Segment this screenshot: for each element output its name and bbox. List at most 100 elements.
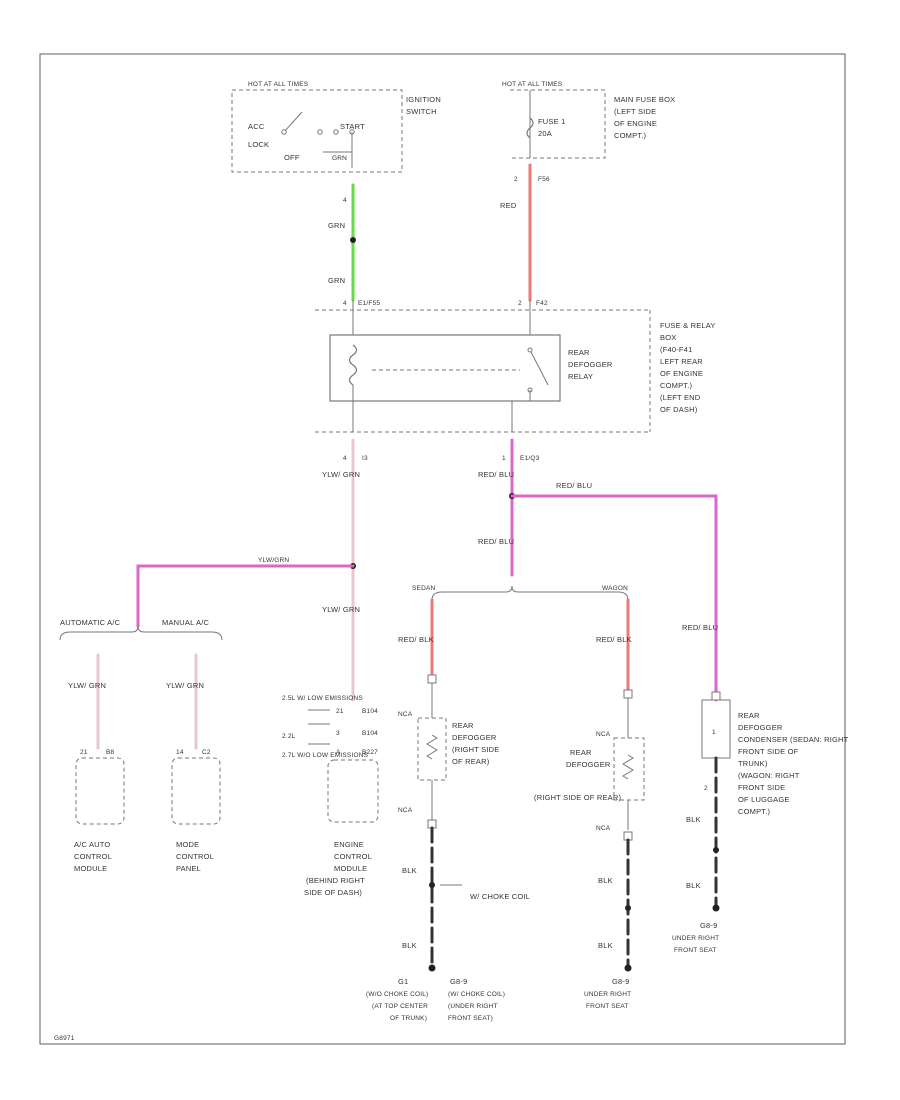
wire-label-redblu-3: RED/ BLU — [478, 537, 514, 546]
label-nca-1: NCA — [398, 711, 413, 718]
ignition-acc: ACC — [248, 122, 265, 131]
ecm-name-2: CONTROL — [334, 852, 372, 861]
relay-box-name-7: (LEFT END — [660, 393, 701, 402]
ac-module-name-3: MODULE — [74, 864, 107, 873]
mainfuse-header: HOT AT ALL TIMES — [502, 81, 563, 88]
condenser-name-4: FRONT SIDE OF — [738, 747, 799, 756]
ecm-conn-1: B104 — [362, 708, 378, 715]
connector-terminal — [623, 689, 633, 699]
ecm-option-1: 2.5L W/ LOW EMISSIONS — [282, 695, 363, 702]
label-nca-2: NCA — [398, 807, 413, 814]
wire-label-blk-3: BLK — [598, 876, 613, 885]
wire-label-ylwgrn-3: YLW/ GRN — [68, 681, 106, 690]
condenser-name-9: COMPT.) — [738, 807, 771, 816]
relay-box-name-4: LEFT REAR — [660, 357, 703, 366]
ignition-switch: HOT AT ALL TIMES ACC LOCK OFF START GRN … — [231, 81, 441, 173]
body-option-split: SEDAN WAGON RED/ BLK RED/ BLK RED/ BLU — [398, 585, 718, 692]
ground-g1-desc-3: OF TRUNK) — [390, 1015, 427, 1022]
wire-label-grn-1: GRN — [328, 221, 345, 230]
ecm-name-4: (BEHIND RIGHT — [306, 876, 365, 885]
condenser-name-3: CONDENSER (SEDAN: RIGHT — [738, 735, 849, 744]
splice-node — [350, 237, 356, 243]
wire-grn-feed: 4 GRN GRN — [328, 183, 356, 302]
mainfuse-name-3: OF ENGINE — [614, 119, 657, 128]
mode-panel-box — [171, 757, 221, 825]
ground-g1-id: G1 — [398, 977, 408, 986]
ground-g3-id: G8-9 — [612, 977, 629, 986]
defogger-wagon-name-1: REAR — [570, 748, 592, 757]
label-nca-3: NCA — [596, 731, 611, 738]
ground-g2-desc-1: (W/ CHOKE COIL) — [448, 991, 505, 998]
mainfuse-name-4: COMPT.) — [614, 131, 647, 140]
ground-g4-desc-2: FRONT SEAT — [674, 947, 717, 954]
ignition-start: START — [340, 122, 365, 131]
mode-panel-pin: 14 — [176, 749, 184, 756]
ground-g8-icon — [712, 904, 720, 912]
rear-defogger-condenser: 1 2 REAR DEFOGGER CONDENSER (SEDAN: RIGH… — [686, 691, 849, 912]
wire-label-redblu-1: RED/ BLU — [478, 470, 514, 479]
wire-to-condenser — [510, 494, 718, 702]
ignition-off: OFF — [284, 153, 300, 162]
ignition-pin: 4 — [343, 197, 347, 204]
wire-label-ylwgrn-4: YLW/ GRN — [166, 681, 204, 690]
label-nca-4: NCA — [596, 825, 611, 832]
condenser-name-7: FRONT SIDE — [738, 783, 785, 792]
relay-name-1: REAR — [568, 348, 590, 357]
ecm-conn-3: B227 — [362, 749, 378, 756]
condenser-name-8: OF LUGGAGE — [738, 795, 790, 804]
fuse-conn: F56 — [538, 176, 550, 183]
wire-label-ylwgrn-2: YLW/ GRN — [322, 605, 360, 614]
mode-panel-name-1: MODE — [176, 840, 199, 849]
defogger-wagon-name-2: DEFOGGER — [566, 760, 611, 769]
mode-panel-name-3: PANEL — [176, 864, 201, 873]
defogger-sedan-name-2: DEFOGGER — [452, 733, 497, 742]
fuse-1-symbol — [526, 117, 534, 139]
out-right-pin: 1 — [502, 455, 506, 462]
ecm-name-1: ENGINE — [334, 840, 364, 849]
ignition-contact — [317, 129, 323, 135]
ground-g1-desc-1: (W/O CHOKE COIL) — [366, 991, 428, 998]
ac-module-box — [75, 757, 125, 825]
relay-box-name-2: BOX — [660, 333, 676, 342]
splice-node — [429, 882, 435, 888]
defogger-sedan-name-3: (RIGHT SIDE — [452, 745, 499, 754]
condenser-pin-2: 2 — [704, 785, 708, 792]
mode-control-panel: 14 C2 MODE CONTROL PANEL — [171, 749, 221, 873]
wire-redblu-trunk: 1 E1/Q3 RED/ BLU RED/ BLU RED/ BLU — [478, 438, 718, 702]
relay-name-3: RELAY — [568, 372, 593, 381]
ground-g2-desc-2: (UNDER RIGHT — [448, 1003, 498, 1010]
wire-label-redblk-1: RED/ BLK — [398, 635, 434, 644]
mainfuse-name-1: MAIN FUSE BOX — [614, 95, 675, 104]
ground-g4-id: G8-9 — [700, 921, 717, 930]
ecm-pin-2: 3 — [336, 730, 340, 737]
mode-panel-name-2: CONTROL — [176, 852, 214, 861]
ac-module-name-2: CONTROL — [74, 852, 112, 861]
ac-module-conn: B8 — [106, 749, 115, 756]
ecm-pin-1: 21 — [336, 708, 344, 715]
wire-label-blk-4: BLK — [598, 941, 613, 950]
ground-g3-desc-1: UNDER RIGHT — [584, 991, 631, 998]
ac-module-name-1: A/C AUTO — [74, 840, 110, 849]
ignition-header: HOT AT ALL TIMES — [248, 81, 309, 88]
wire-label-redblk-2: RED/ BLK — [596, 635, 632, 644]
ac-option-bracket — [59, 625, 223, 641]
out-right-conn: E1/Q3 — [520, 455, 540, 462]
condenser-name-5: TRUNK) — [738, 759, 768, 768]
ecm-option-2: 2.2L — [282, 733, 296, 740]
body-option-bracket — [431, 585, 629, 601]
label-wagon: WAGON — [602, 585, 628, 592]
rear-defogger-relay-box — [329, 334, 561, 402]
relay-left-conn: E1/F55 — [358, 300, 380, 307]
wire-label-ylwgrn-branch: YLW/GRN — [258, 557, 289, 564]
ignition-contact-arm — [283, 111, 303, 133]
main-fuse-box: HOT AT ALL TIMES FUSE 1 20A MAIN FUSE BO… — [502, 81, 675, 159]
relay-coil-symbol — [348, 344, 358, 386]
rear-defogger-sedan: NCA REAR DEFOGGER (RIGHT SIDE OF REAR) N… — [398, 674, 530, 972]
wire-ylwgrn-branch: YLW/GRN AUTOMATIC A/C MANUAL A/C YLW/ GR… — [59, 557, 355, 750]
mode-panel-conn: C2 — [202, 749, 211, 756]
ignition-lock: LOCK — [248, 140, 269, 149]
defogger-sedan-name-1: REAR — [452, 721, 474, 730]
ecm-option-3: 2.7L W/O LOW EMISSIONS — [282, 752, 369, 759]
ground-g1-icon — [428, 964, 436, 972]
